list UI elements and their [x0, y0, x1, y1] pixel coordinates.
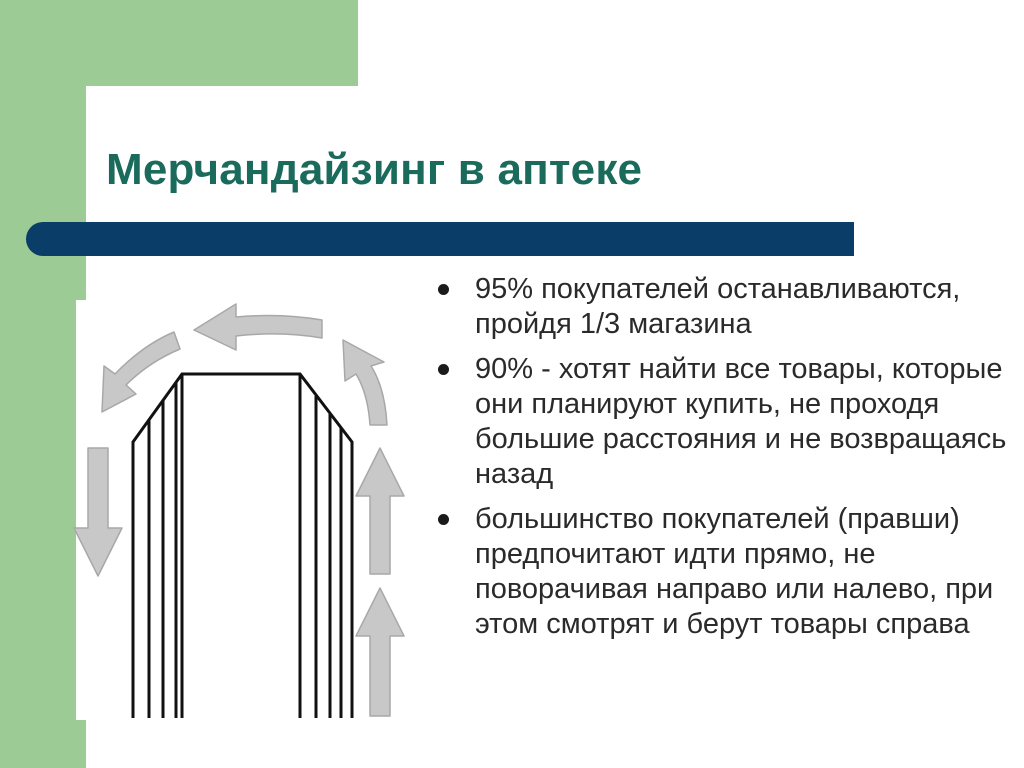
- bullet-item: большинство покупателей (правши) предпоч…: [438, 502, 1008, 642]
- bullet-item: 95% покупателей останавливаются, пройдя …: [438, 272, 1008, 342]
- bullet-text: большинство покупателей (правши) предпоч…: [475, 503, 994, 640]
- curved-arrow-left-top-icon: [101, 331, 181, 413]
- curved-arrow-right-top-icon: [342, 339, 388, 426]
- bullet-dot-icon: [438, 284, 449, 295]
- bullet-text: 95% покупателей останавливаются, пройдя …: [475, 273, 961, 340]
- side-decoration-left: [0, 0, 86, 768]
- arrow-up-icon: [355, 587, 405, 717]
- arrow-down-icon: [73, 447, 123, 577]
- bullet-dot-icon: [438, 364, 449, 375]
- bullet-list: 95% покупателей останавливаются, пройдя …: [438, 272, 1008, 652]
- title-accent-bar: [26, 222, 854, 256]
- shelf-outline: [131, 372, 354, 718]
- bullet-dot-icon: [438, 514, 449, 525]
- arrow-left-icon: [193, 303, 323, 351]
- bullet-text: 90% - хотят найти все товары, которые он…: [475, 353, 1007, 490]
- slide-title: Мерчандайзинг в аптеке: [106, 145, 643, 194]
- bullet-item: 90% - хотят найти все товары, которые он…: [438, 352, 1008, 492]
- arrow-up-icon: [355, 447, 405, 575]
